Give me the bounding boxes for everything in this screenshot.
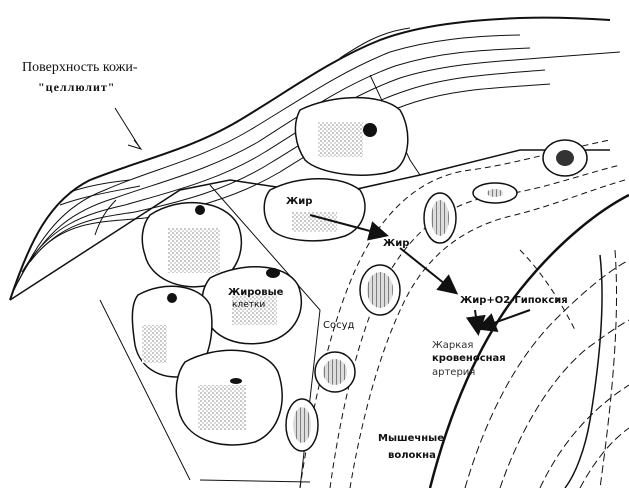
fat-label-2: Жир bbox=[383, 238, 409, 249]
fat-cells-label-line2: клетки bbox=[232, 300, 265, 310]
fat-cells-label-line1: Жировые bbox=[228, 287, 283, 298]
cellulite-label: "целлюлит" bbox=[38, 80, 115, 95]
fat-label-1: Жир bbox=[286, 196, 312, 207]
skin-surface-label: Поверхность кожи- bbox=[22, 60, 137, 76]
vessel-label: Сосуд bbox=[323, 320, 354, 331]
muscle-label-line1: Мышечные bbox=[378, 433, 444, 444]
fat-oxygen-hypoxia-label: Жир+О2-Гипоксия bbox=[460, 295, 568, 306]
artery-label-line2: кровеносная bbox=[432, 353, 506, 364]
skin-pointer-arrow bbox=[115, 108, 140, 148]
artery-label-line3: артерия bbox=[432, 367, 475, 378]
artery-label-line1: Жаркая bbox=[432, 340, 473, 351]
muscle-label-line2: волокна bbox=[388, 450, 436, 461]
